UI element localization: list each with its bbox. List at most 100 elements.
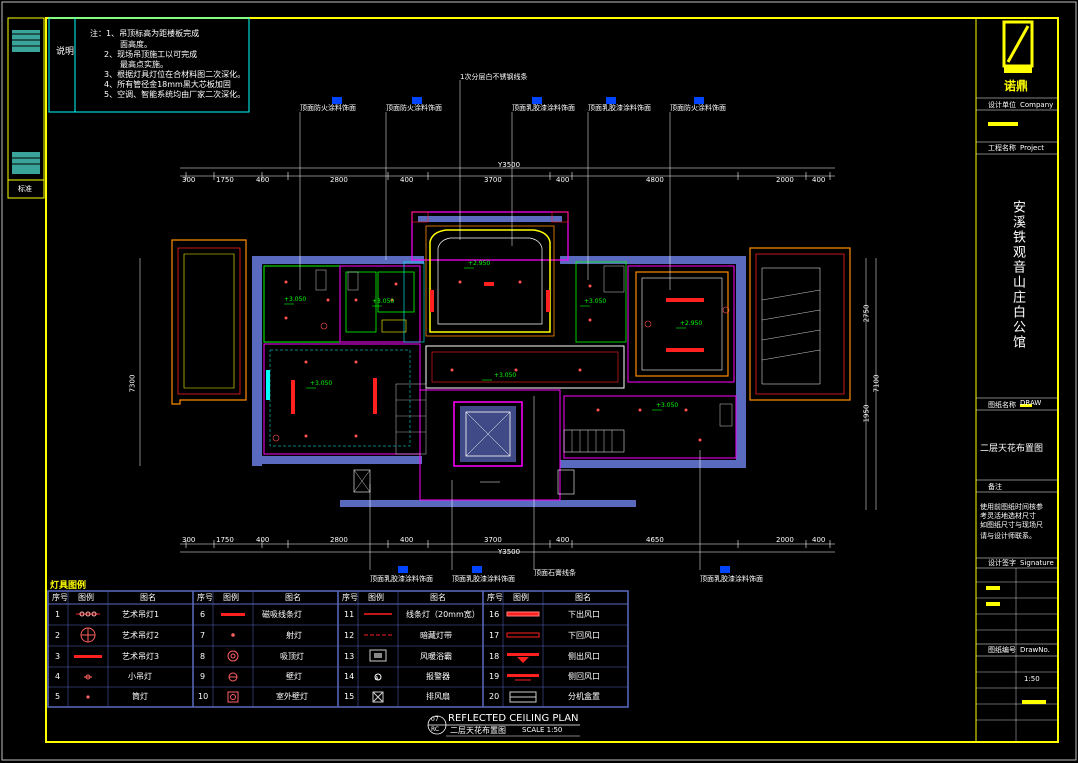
drawing-label: 图纸名称 xyxy=(988,401,1016,409)
remarks-label: 备注 xyxy=(988,483,1002,491)
scale-value: 1:50 xyxy=(1024,675,1040,683)
title-block xyxy=(975,17,1059,743)
ceiling-lamps xyxy=(272,306,730,442)
note-line: 注：1、吊顶标高为距楼板完成 xyxy=(90,29,200,38)
logo-mark xyxy=(1002,20,1034,73)
dim-bottom: 400 xyxy=(812,536,826,544)
floor-plan xyxy=(139,80,877,573)
living-room xyxy=(263,343,421,493)
project-en: Project xyxy=(1020,144,1044,152)
level-label: +2.950 xyxy=(680,320,703,327)
legend-no: 11 xyxy=(344,610,355,619)
callout-top: 顶面防火涂料饰面 xyxy=(300,104,356,112)
dim-top: 2000 xyxy=(776,176,794,184)
legend-name: 射灯 xyxy=(286,631,302,640)
legend-no: 10 xyxy=(198,692,209,701)
downlights xyxy=(284,280,702,442)
left-upper-rooms xyxy=(263,261,425,343)
level-markers xyxy=(284,267,686,411)
legend-name: 侧出风口 xyxy=(568,652,600,661)
legend-header: 图名 xyxy=(285,593,301,602)
legend-header: 图例 xyxy=(78,593,94,602)
legend-name: 艺术吊灯1 xyxy=(122,610,160,619)
legend-name: 艺术吊灯2 xyxy=(122,631,160,640)
plan-title-block xyxy=(427,715,580,737)
elevator-shaft xyxy=(453,401,523,483)
dim-top: 400 xyxy=(556,176,570,184)
callout-tags xyxy=(332,97,730,573)
dim-bottom: 1750 xyxy=(216,536,234,544)
legend-name: 线条灯（20mm宽） xyxy=(406,610,480,619)
legend-no: 6 xyxy=(200,610,206,619)
dimension-ticks-bottom xyxy=(185,540,831,548)
legend-header: 序号 xyxy=(52,593,68,602)
legend-symbol-outdoor-wall-lamp xyxy=(227,691,239,703)
dim-left: 7300 xyxy=(128,374,137,393)
left-balcony xyxy=(171,239,247,405)
legend-symbol-chandelier-3 xyxy=(74,655,102,658)
note-line: 3、根据灯具灯位在合材料图二次深化。 xyxy=(104,70,246,79)
left-strip-label: 标准 xyxy=(18,185,32,193)
legend-symbol-chandelier-2 xyxy=(80,627,96,643)
legend-table: A xyxy=(47,590,629,708)
callout-bottom: 顶面乳胶漆涂料饰面 xyxy=(452,575,515,583)
level-label: +3.050 xyxy=(656,402,679,409)
legend-no: 18 xyxy=(489,652,500,661)
legend-no: 1 xyxy=(55,610,61,619)
legend-no: 9 xyxy=(200,672,206,681)
callout-leaders xyxy=(299,80,701,570)
dim-top: 400 xyxy=(256,176,270,184)
dim-top: 400 xyxy=(812,176,826,184)
legend-name: 分机盒置 xyxy=(568,692,600,701)
dim-top: 3700 xyxy=(484,176,502,184)
dim-top: 1750 xyxy=(216,176,234,184)
level-label: +3.050 xyxy=(372,298,395,305)
legend-header: 图名 xyxy=(140,593,156,602)
legend-symbol-small-pendant xyxy=(84,674,92,680)
sheet-en: DrawNo. xyxy=(1020,646,1050,654)
legend-symbol-spotlight xyxy=(231,633,235,637)
remarks-line: 请与设计师联系。 xyxy=(980,532,1036,540)
legend-no: 8 xyxy=(200,652,206,661)
legend-symbol-side-supply xyxy=(507,653,539,663)
legend-header: 序号 xyxy=(342,593,358,602)
level-label: +3.050 xyxy=(494,372,517,379)
callout-top: 顶面乳胶漆涂料饰面 xyxy=(512,104,575,112)
dim-top-total: Y3500 xyxy=(498,161,521,169)
project-label: 工程名称 xyxy=(988,144,1016,152)
signature-en: Signature xyxy=(1020,559,1054,567)
legend-name: 风暖浴霸 xyxy=(420,652,452,661)
legend-symbol-bath-heater xyxy=(369,649,387,662)
legend-no: 3 xyxy=(55,652,61,661)
legend-symbol-alarm: A xyxy=(374,673,382,682)
legend-symbol-ceiling-light xyxy=(227,650,239,662)
remarks-line: 如图纸尺寸与现场尺 xyxy=(980,521,1043,529)
level-label: +2.950 xyxy=(468,260,491,267)
legend-no: 4 xyxy=(55,672,61,681)
legend-name: 排风扇 xyxy=(426,692,450,701)
legend-name: 室外壁灯 xyxy=(276,692,308,701)
right-balcony xyxy=(749,247,851,401)
legend-no: 5 xyxy=(55,692,61,701)
signature-label: 设计签字 xyxy=(988,559,1016,567)
legend-symbol-magnetic-track xyxy=(221,613,245,616)
legend-symbol-supply-vent xyxy=(506,611,540,617)
dim-top: 4800 xyxy=(646,176,664,184)
dim-bottom: 400 xyxy=(256,536,270,544)
dim-bottom: 4650 xyxy=(646,536,664,544)
legend-header: 序号 xyxy=(197,593,213,602)
dim-bottom: 400 xyxy=(556,536,570,544)
logo-text: 诺鼎 xyxy=(1004,79,1029,93)
legend-header: 图例 xyxy=(513,593,529,602)
plan-title-en: REFLECTED CEILING PLAN xyxy=(448,713,579,724)
callout-bottom: 顶面石膏线条 xyxy=(534,569,576,577)
dim-bottom: 400 xyxy=(400,536,414,544)
dim-top: 300 xyxy=(182,176,196,184)
legend-name: 侧回风口 xyxy=(568,672,600,681)
dimension-lines xyxy=(139,167,877,553)
legend-no: 15 xyxy=(344,692,355,701)
legend-symbol-exhaust-fan xyxy=(372,691,384,703)
corridor xyxy=(395,345,625,501)
plan-title-cn: 二层天花布置图 xyxy=(450,726,506,735)
